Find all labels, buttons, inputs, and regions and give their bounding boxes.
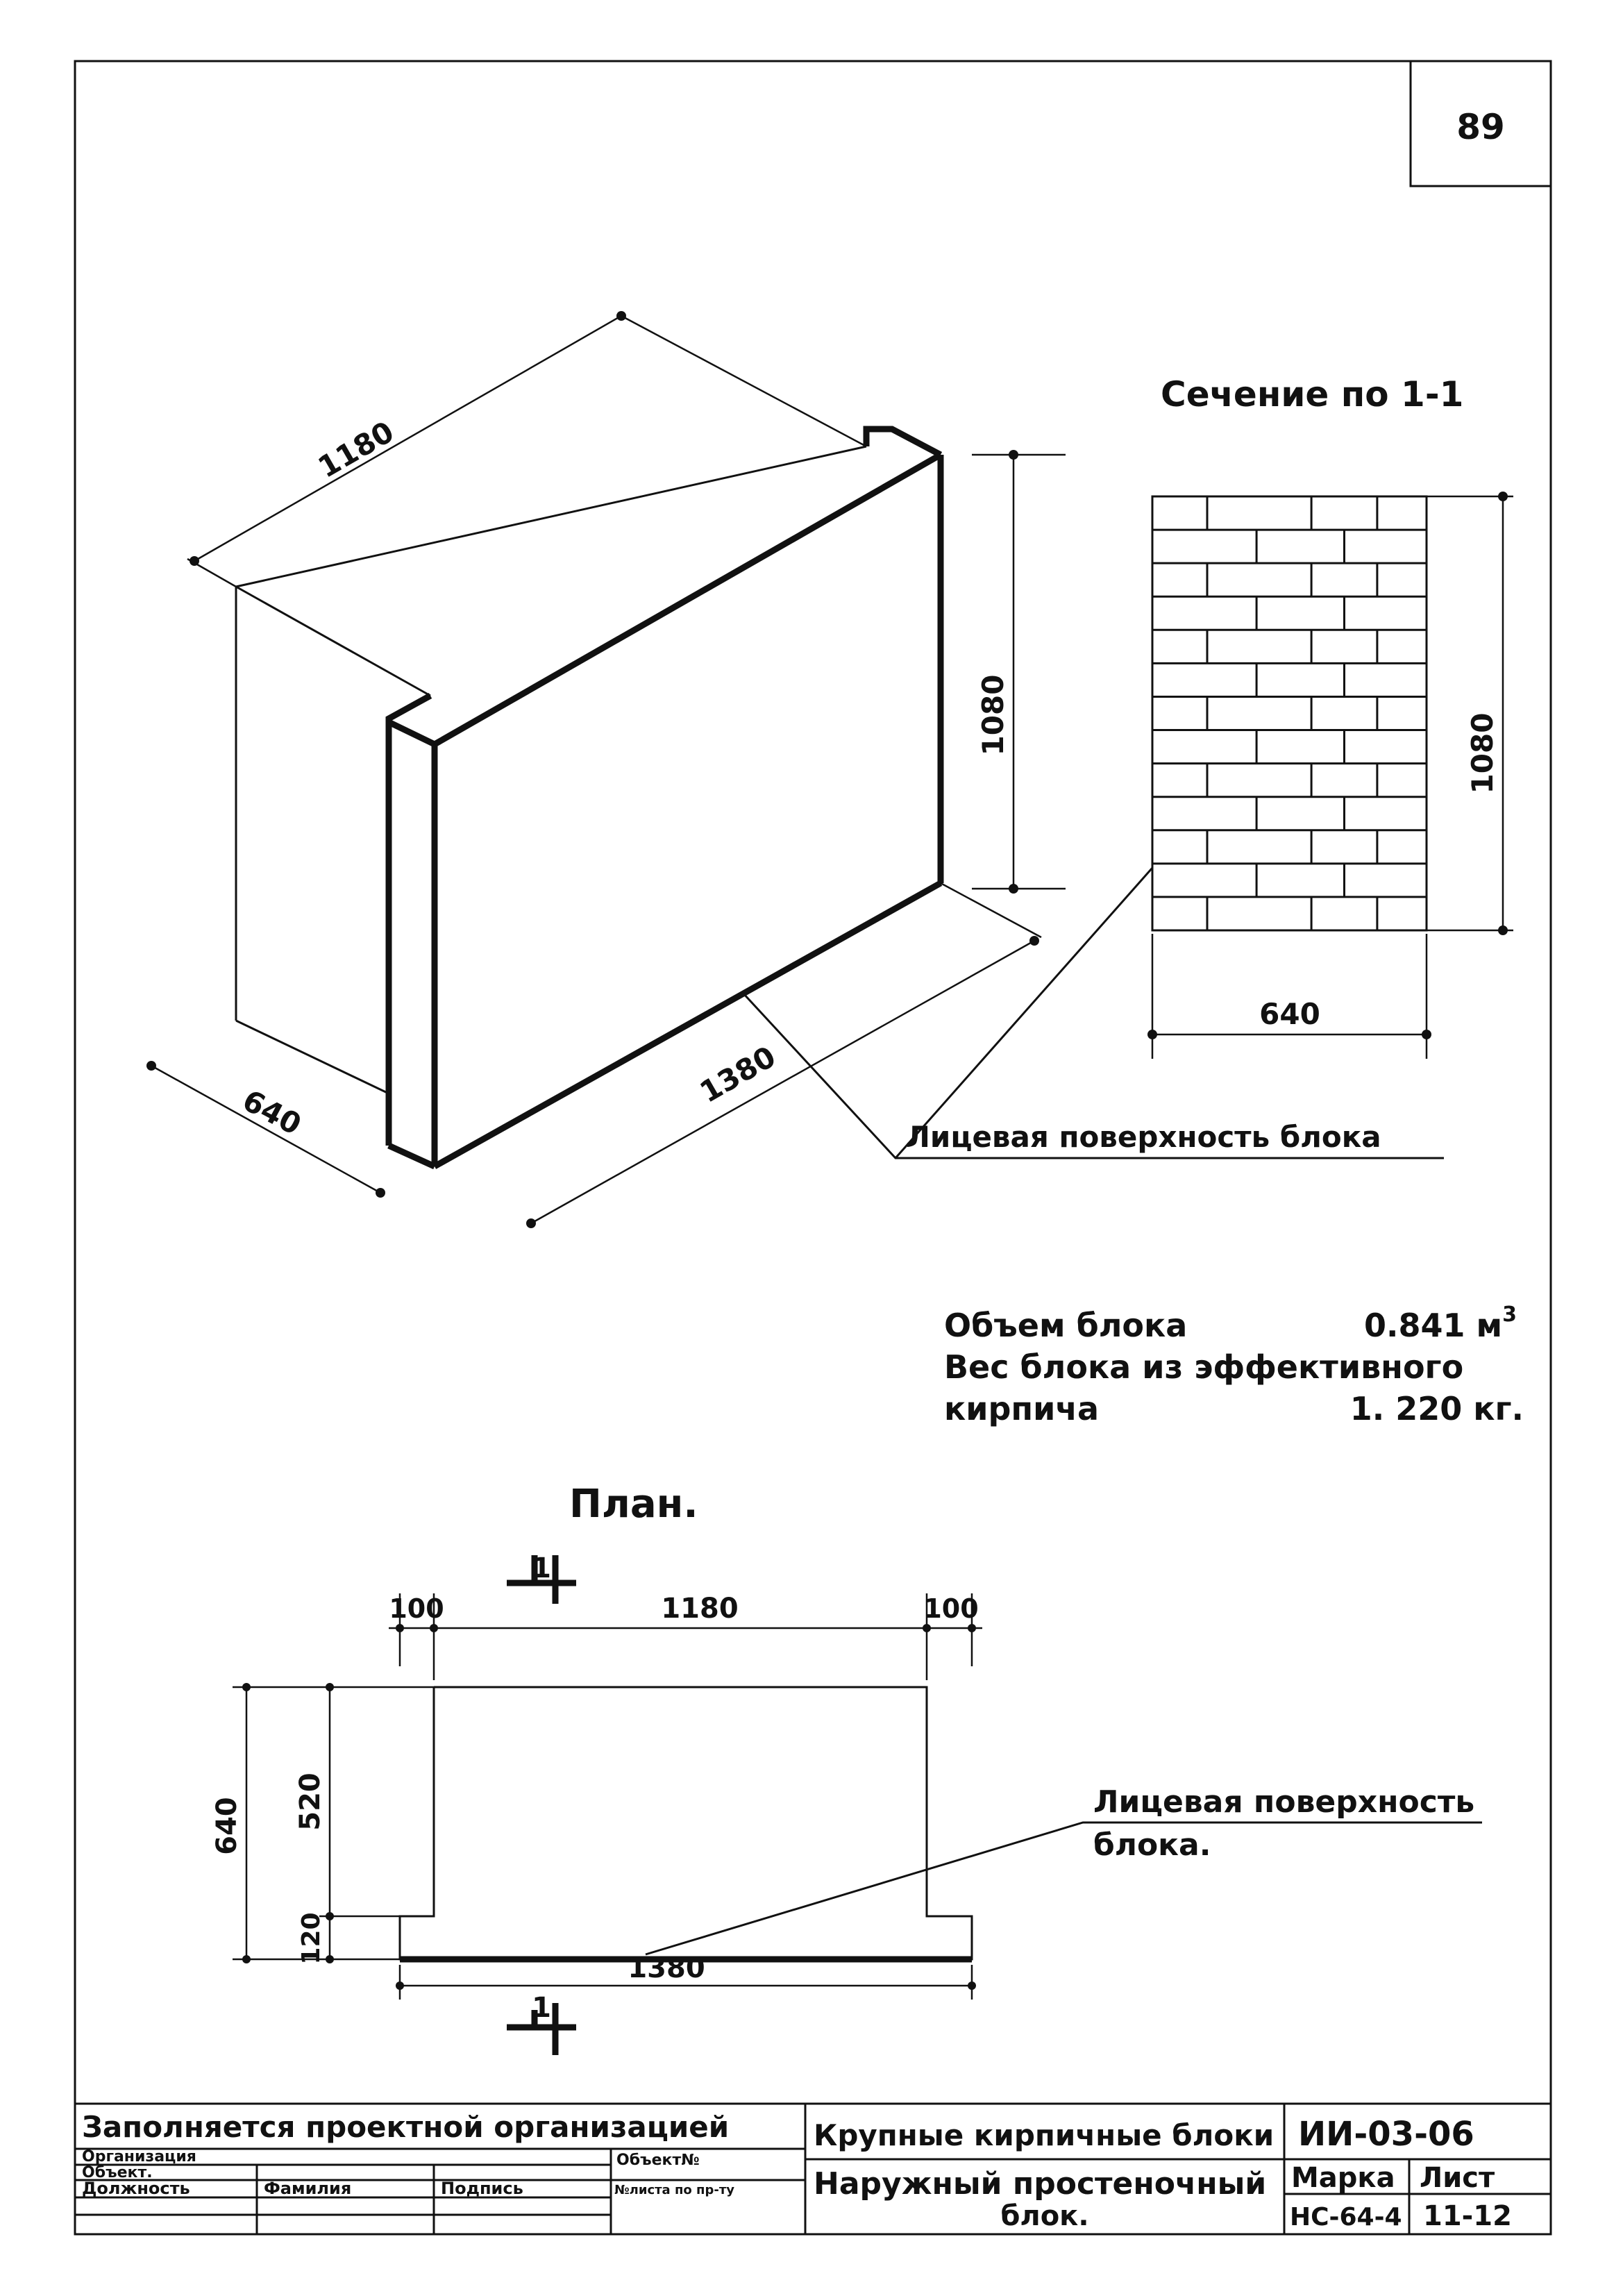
iso-dim-front: 1380	[526, 882, 1042, 1228]
face-surface-leader: Лицевая поверхность блока	[741, 867, 1444, 1159]
weight-line1: Вес блока из эффективного	[944, 1348, 1463, 1386]
section-dim-height: 1080	[1427, 492, 1513, 935]
isometric-block	[235, 426, 944, 1170]
plan-outline	[398, 1686, 973, 1963]
section-mark-top-label: 1	[532, 1552, 551, 1584]
title-mark-value: НС-64-4	[1290, 2203, 1402, 2231]
title-col-sheet-no: №листа по пр-ту	[614, 2183, 734, 2197]
plan-dim-bottom: 1380	[396, 1952, 976, 2000]
plan-dim-right-offset: 100	[923, 1593, 978, 1624]
section-mark-bottom-label: 1	[532, 1992, 551, 2024]
section-masonry	[1151, 495, 1428, 932]
title-filled-by: Заполняется проектной организацией	[82, 2110, 729, 2144]
plan-dim-top: 100 1180 100	[389, 1593, 982, 1680]
section-dim-width-label: 640	[1259, 997, 1320, 1031]
plan-dim-left-offset: 100	[389, 1593, 444, 1624]
volume-label: Объем блока	[944, 1307, 1187, 1344]
title-product-name-1: Наружный простеночный	[814, 2166, 1266, 2202]
weight-value: 1. 220 кг.	[1350, 1390, 1524, 1427]
plan-dim-left: 640 520 120	[211, 1683, 434, 1965]
title-object: Объект.	[82, 2164, 153, 2181]
section-dim-width: 640	[1147, 934, 1431, 1059]
plan-dim-upper: 520	[294, 1773, 326, 1831]
plan-dim-total: 1380	[628, 1952, 705, 1984]
plan-title: План.	[569, 1482, 698, 1527]
plan-face-leader: Лицевая поверхность блока.	[645, 1784, 1482, 1956]
title-col-position: Должность	[82, 2179, 190, 2198]
iso-dim-top-label: 1180	[312, 414, 400, 485]
title-organization: Организация	[82, 2148, 196, 2165]
plan-dim-lower: 120	[297, 1912, 326, 1964]
title-sheet-label: Лист	[1420, 2162, 1495, 2194]
title-series-code: ИИ-03-06	[1298, 2115, 1474, 2154]
sheet-frame	[74, 60, 1552, 2236]
title-product-group: Крупные кирпичные блоки	[814, 2118, 1274, 2152]
plan-face-label-1: Лицевая поверхность	[1093, 1784, 1474, 1820]
title-col-name: Фамилия	[264, 2179, 351, 2198]
title-col-signature: Подпись	[441, 2179, 523, 2198]
page-number-box: 89	[1409, 61, 1551, 187]
iso-dim-front-label: 1380	[694, 1039, 782, 1109]
title-product-name-2: блок.	[1000, 2200, 1088, 2232]
weight-label: кирпича	[944, 1390, 1099, 1427]
title-sheet-value: 11-12	[1423, 2200, 1512, 2232]
section-dim-height-label: 1080	[1465, 713, 1499, 794]
block-specs: Объем блока 0.841 м3 Вес блока из эффект…	[944, 1302, 1524, 1427]
section-mark-bottom: 1	[507, 1992, 576, 2055]
volume-value: 0.841 м3	[1364, 1302, 1517, 1344]
plan-dim-depth: 640	[211, 1797, 243, 1855]
page-number: 89	[1456, 107, 1505, 147]
plan-face-label-2: блока.	[1093, 1827, 1211, 1863]
iso-dim-height-label: 1080	[976, 675, 1010, 756]
title-mark-label: Марка	[1291, 2162, 1395, 2194]
iso-dim-height: 1080	[972, 450, 1066, 894]
section-mark-top: 1	[507, 1552, 576, 1604]
iso-dim-top: 1180	[187, 311, 867, 588]
section-title: Сечение по 1-1	[1161, 374, 1463, 414]
iso-dim-depth: 640	[146, 1061, 385, 1198]
title-object-no: Объект№	[616, 2152, 700, 2169]
plan-dim-inner: 1180	[661, 1593, 738, 1625]
title-block: Заполняется проектной организацией Орган…	[75, 2102, 1551, 2234]
face-surface-label: Лицевая поверхность блока	[906, 1120, 1381, 1154]
